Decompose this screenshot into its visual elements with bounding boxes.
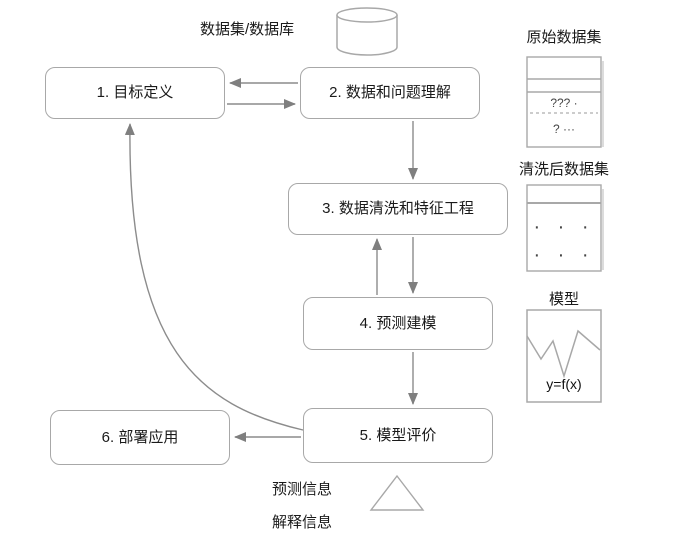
cleaned-dataset-label: 清洗后数据集 — [518, 161, 609, 178]
node-predictive-modeling: 4. 预测建模 — [303, 297, 493, 350]
raw-dataset-icon — [526, 56, 604, 148]
raw-dataset-label: 原始数据集 — [526, 29, 602, 46]
model-label: 模型 — [548, 291, 579, 308]
model-chart-icon — [526, 309, 602, 403]
database-label: 数据集/数据库 — [200, 21, 295, 38]
output-triangle-icon — [369, 474, 425, 511]
prediction-info-label: 预测信息 — [272, 481, 333, 498]
node-goal-definition: 1. 目标定义 — [45, 67, 225, 119]
raw-dataset-row-2: ? ··· — [553, 122, 575, 136]
cleaned-dataset-dots-row-2: · · · — [533, 244, 595, 266]
flow-arrows — [124, 78, 418, 442]
cleaned-dataset-icon — [526, 184, 604, 272]
node-deployment: 6. 部署应用 — [50, 410, 230, 465]
raw-dataset-row-1: ??? · — [550, 96, 578, 110]
cleaned-dataset-dots-row-1: · · · — [533, 216, 595, 238]
model-formula: y=f(x) — [546, 376, 582, 392]
node-model-evaluation: 5. 模型评价 — [303, 408, 493, 463]
database-icon — [336, 7, 398, 56]
explanation-info-label: 解释信息 — [272, 514, 333, 531]
node-data-problem-understanding: 2. 数据和问题理解 — [300, 67, 480, 119]
arrow-evaluate-to-goal-feedback — [124, 123, 304, 431]
node-cleaning-feature-engineering: 3. 数据清洗和特征工程 — [288, 183, 508, 235]
